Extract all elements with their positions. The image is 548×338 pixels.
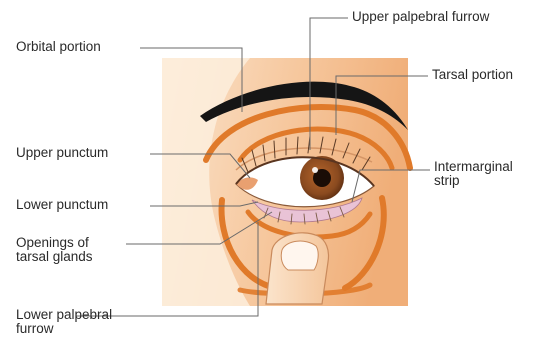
label-lower-palpebral-furrow-line2: furrow xyxy=(16,322,112,336)
label-orbital-portion: Orbital portion xyxy=(16,40,101,54)
label-intermarginal-strip-line2: strip xyxy=(434,174,513,188)
label-upper-palpebral-furrow: Upper palpebral furrow xyxy=(352,10,489,24)
label-intermarginal-strip: Intermarginal strip xyxy=(434,160,513,188)
label-lower-palpebral-furrow: Lower palpebral furrow xyxy=(16,308,112,336)
label-lower-palpebral-furrow-line1: Lower palpebral xyxy=(16,308,112,322)
eye-highlight xyxy=(312,167,318,173)
label-lower-punctum: Lower punctum xyxy=(16,198,108,212)
fingernail xyxy=(281,241,318,270)
label-intermarginal-strip-line1: Intermarginal xyxy=(434,160,513,174)
label-openings-tarsal-glands-line2: tarsal glands xyxy=(16,250,93,264)
label-openings-tarsal-glands: Openings of tarsal glands xyxy=(16,236,93,264)
label-openings-tarsal-glands-line1: Openings of xyxy=(16,236,93,250)
label-tarsal-portion: Tarsal portion xyxy=(432,68,513,82)
label-upper-punctum: Upper punctum xyxy=(16,146,108,160)
